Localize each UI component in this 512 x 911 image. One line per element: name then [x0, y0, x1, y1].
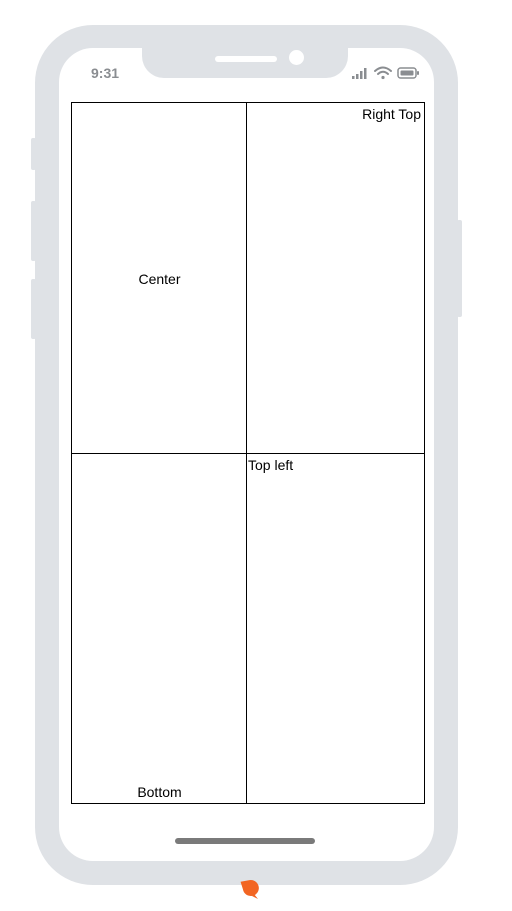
speaker-grille	[215, 56, 277, 62]
cell-label-center: Center	[138, 271, 181, 287]
status-time: 9:31	[91, 65, 120, 81]
signal-icon	[352, 68, 367, 79]
volume-up-button	[31, 201, 36, 261]
home-indicator[interactable]	[175, 838, 315, 844]
battery-icon	[397, 67, 419, 79]
grid-cell-center: Center	[72, 103, 247, 454]
cell-label-top-left: Top left	[248, 457, 294, 473]
volume-down-button	[31, 279, 36, 339]
location-marker-icon	[240, 878, 262, 900]
front-camera	[289, 50, 304, 65]
cell-label-right-top: Right Top	[362, 106, 421, 122]
status-icons	[350, 64, 422, 82]
layout-grid: Center Right Top Bottom Top left	[71, 102, 425, 804]
power-button	[457, 220, 462, 317]
grid-cell-top-left: Top left	[247, 454, 424, 803]
cell-label-bottom: Bottom	[137, 784, 182, 800]
wifi-icon	[374, 66, 392, 80]
grid-cell-bottom: Bottom	[72, 454, 247, 803]
mute-switch	[31, 138, 36, 170]
grid-cell-right-top: Right Top	[247, 103, 424, 454]
